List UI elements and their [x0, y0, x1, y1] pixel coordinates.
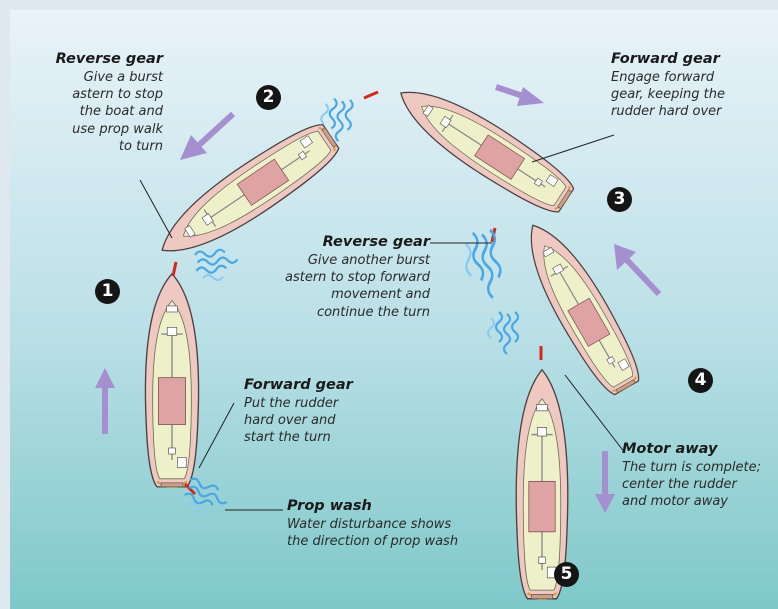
step-number-2: 2 [256, 85, 281, 110]
caption-step-2-text: Give a burst astern to stop the boat and… [18, 69, 163, 155]
caption-step-3-text: Engage forward gear, keeping the rudder … [611, 69, 771, 120]
caption-step-4-text: Give another burst astern to stop forwar… [255, 252, 430, 321]
caption-step-2: Reverse gear Give a burst astern to stop… [18, 50, 163, 155]
caption-step-2-heading: Reverse gear [18, 50, 163, 69]
caption-step-4-heading: Reverse gear [255, 233, 430, 252]
caption-step-5: Motor away The turn is complete; center … [622, 440, 774, 511]
step-number-3: 3 [607, 187, 632, 212]
caption-step-4: Reverse gear Give another burst astern t… [255, 233, 430, 321]
caption-step-3: Forward gear Engage forward gear, keepin… [611, 50, 771, 121]
step-number-5: 5 [554, 562, 579, 587]
caption-prop-wash: Prop wash Water disturbance shows the di… [287, 497, 477, 550]
step-number-1: 1 [95, 279, 120, 304]
caption-step-1-text: Put the rudder hard over and start the t… [244, 395, 389, 446]
caption-step-5-heading: Motor away [622, 440, 774, 459]
caption-prop-wash-heading: Prop wash [287, 497, 477, 516]
caption-step-5-text: The turn is complete; center the rudder … [622, 459, 774, 510]
caption-step-3-heading: Forward gear [611, 50, 771, 69]
caption-step-1-heading: Forward gear [244, 376, 389, 395]
step-number-4: 4 [688, 368, 713, 393]
caption-step-1: Forward gear Put the rudder hard over an… [244, 376, 389, 447]
caption-prop-wash-text: Water disturbance shows the direction of… [287, 516, 477, 550]
